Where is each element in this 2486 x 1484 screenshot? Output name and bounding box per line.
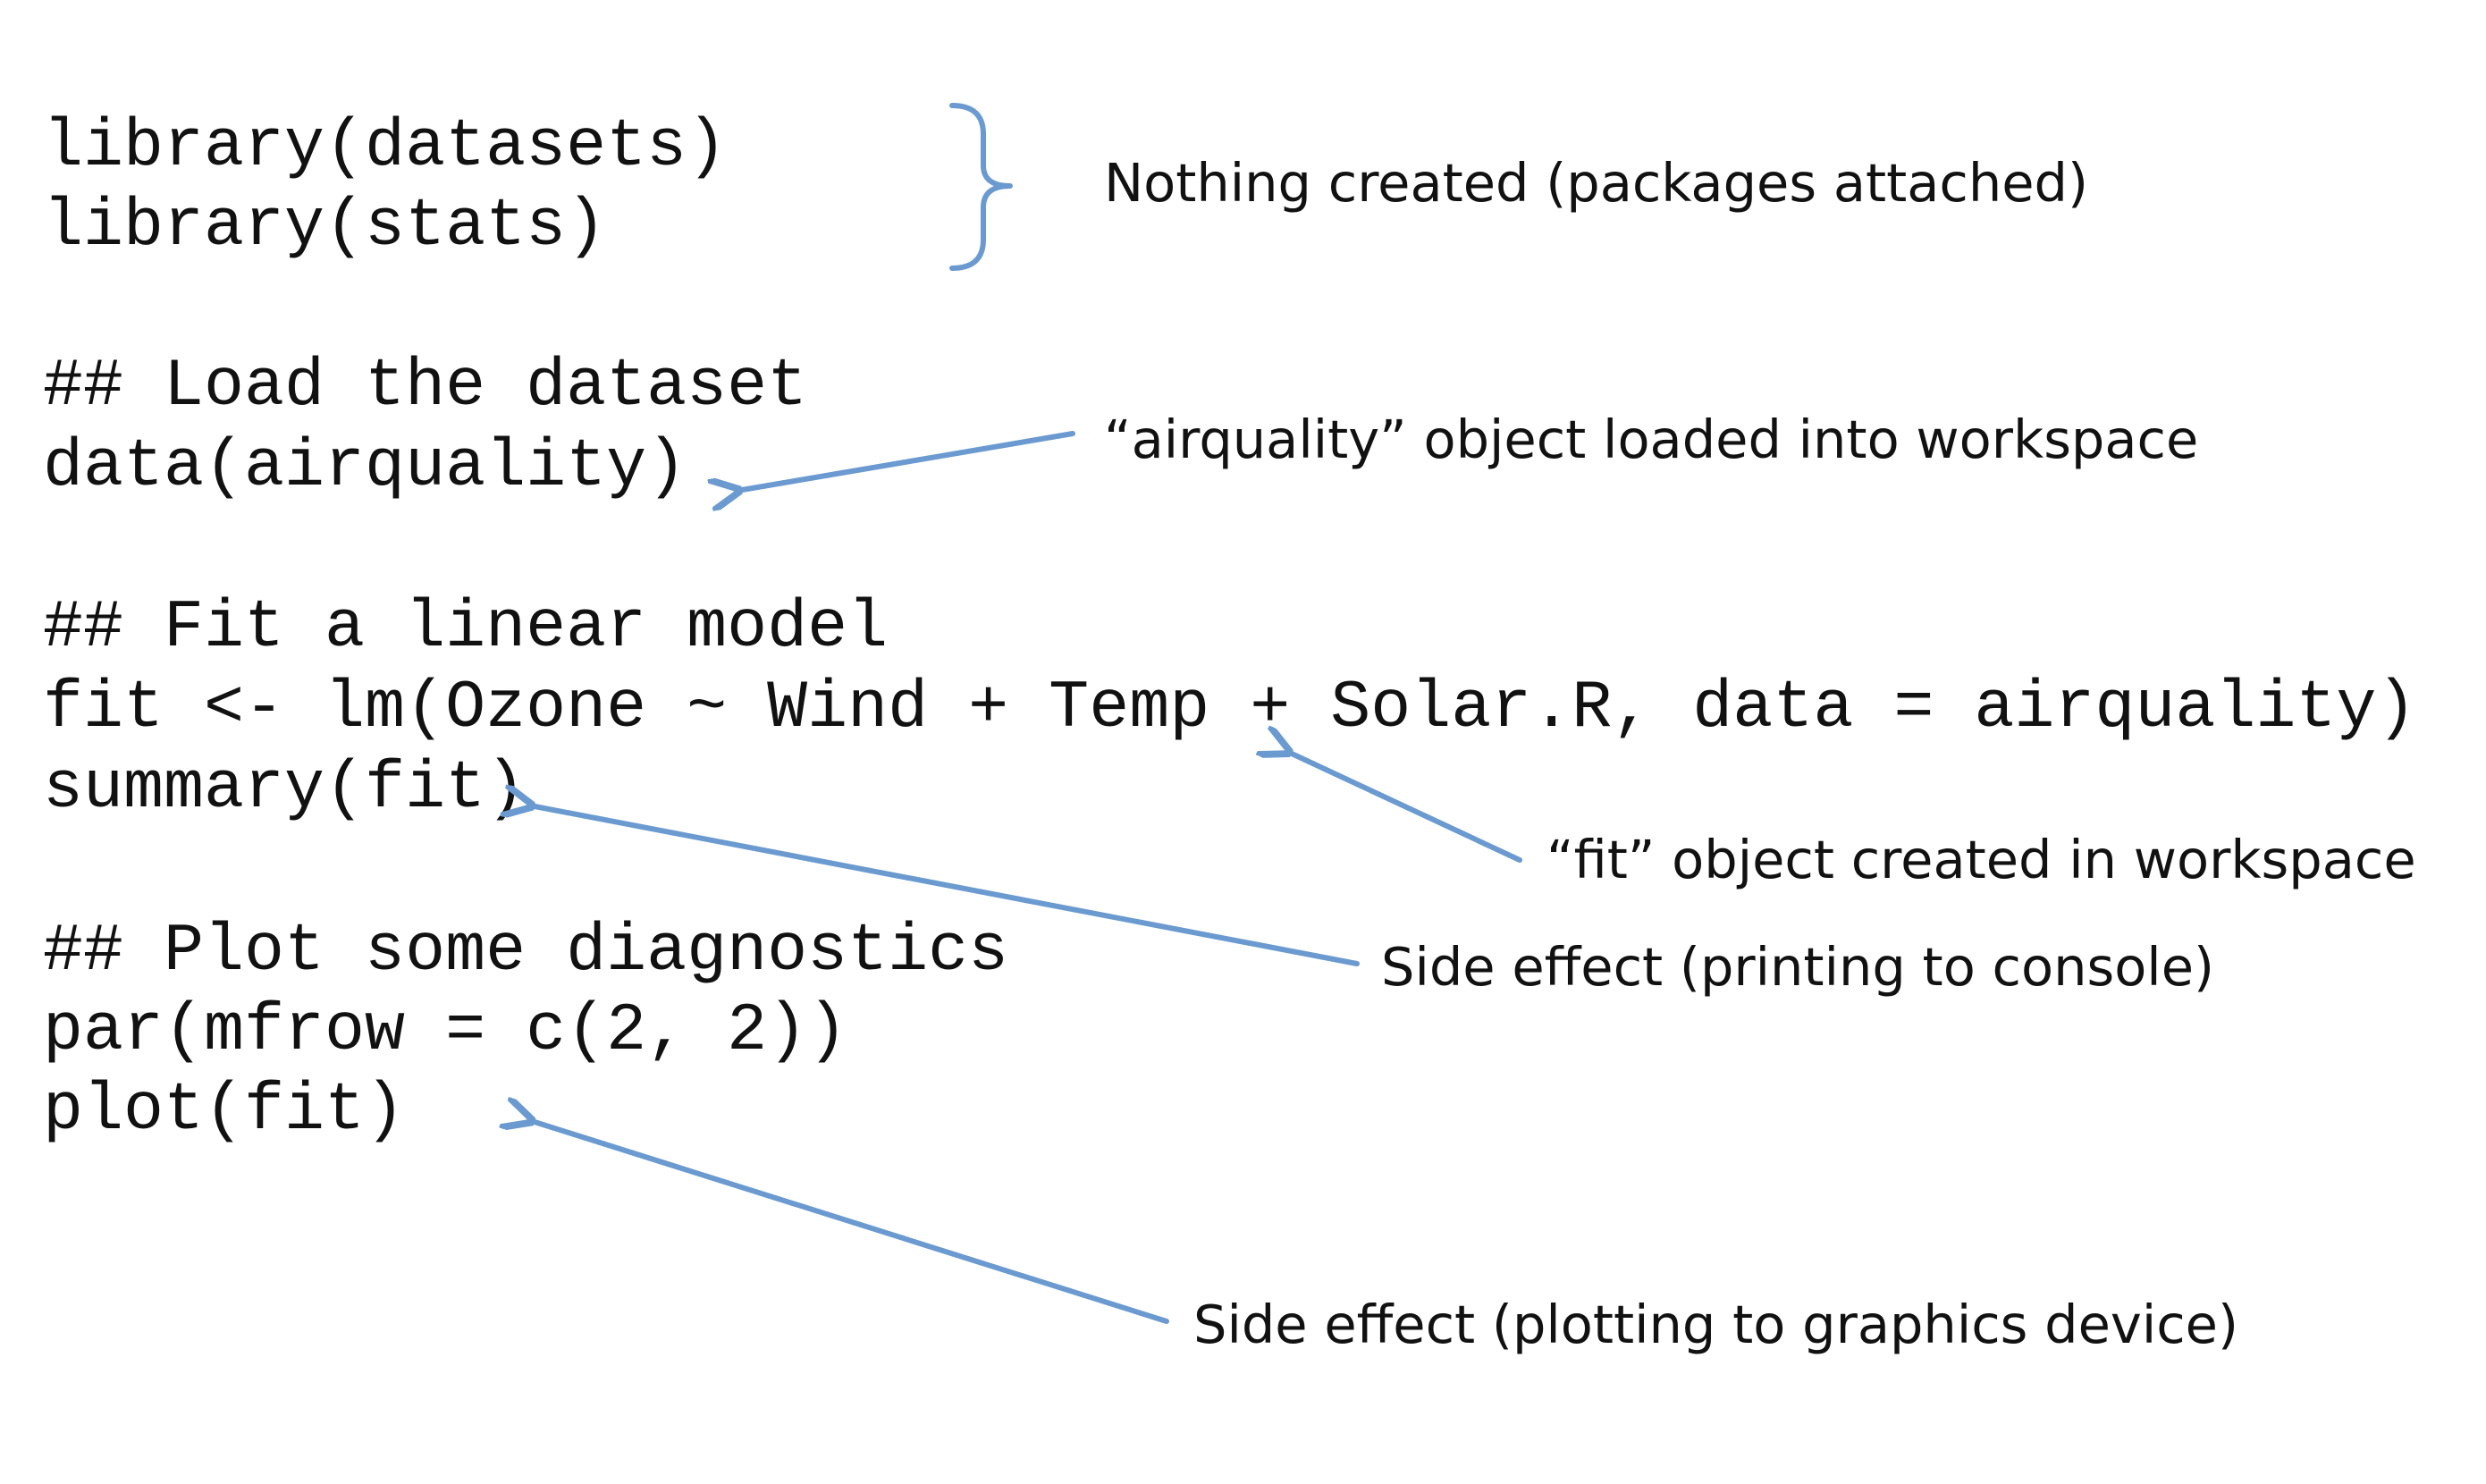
code-line-plot-fit: plot(fit) [43,1073,406,1149]
code-line-par-mfrow: par(mfrow = c(2, 2)) [43,993,848,1069]
code-comment-plot-diagnostics: ## Plot some diagnostics [43,914,1009,990]
code-line-library-datasets: library(datasets) [43,109,728,185]
curly-brace [949,103,1013,271]
code-line-summary-fit: summary(fit) [43,751,527,827]
note-plotting-device: Side effect (plotting to graphics device… [1193,1294,2238,1355]
arrow-airquality [742,431,1075,490]
note-printing-console: Side effect (printing to console) [1381,936,2215,998]
note-airquality-loaded: “airquality” object loaded into workspac… [1104,409,2199,470]
code-comment-load-dataset: ## Load the dataset [43,349,808,425]
arrow-fit [1292,754,1522,863]
code-comment-fit-model: ## Fit a linear model [43,590,889,666]
code-line-library-stats: library(stats) [43,189,607,265]
code-line-fit-lm: fit <- lm(Ozone ~ Wind + Temp + Solar.R,… [43,670,2417,746]
note-fit-created: “fit” object created in workspace [1546,829,2416,890]
note-packages-attached: Nothing created (packages attached) [1104,152,2089,214]
arrow-summary [535,806,1360,966]
code-line-data-airquality: data(airquality) [43,429,687,505]
arrow-plot [535,1122,1169,1324]
